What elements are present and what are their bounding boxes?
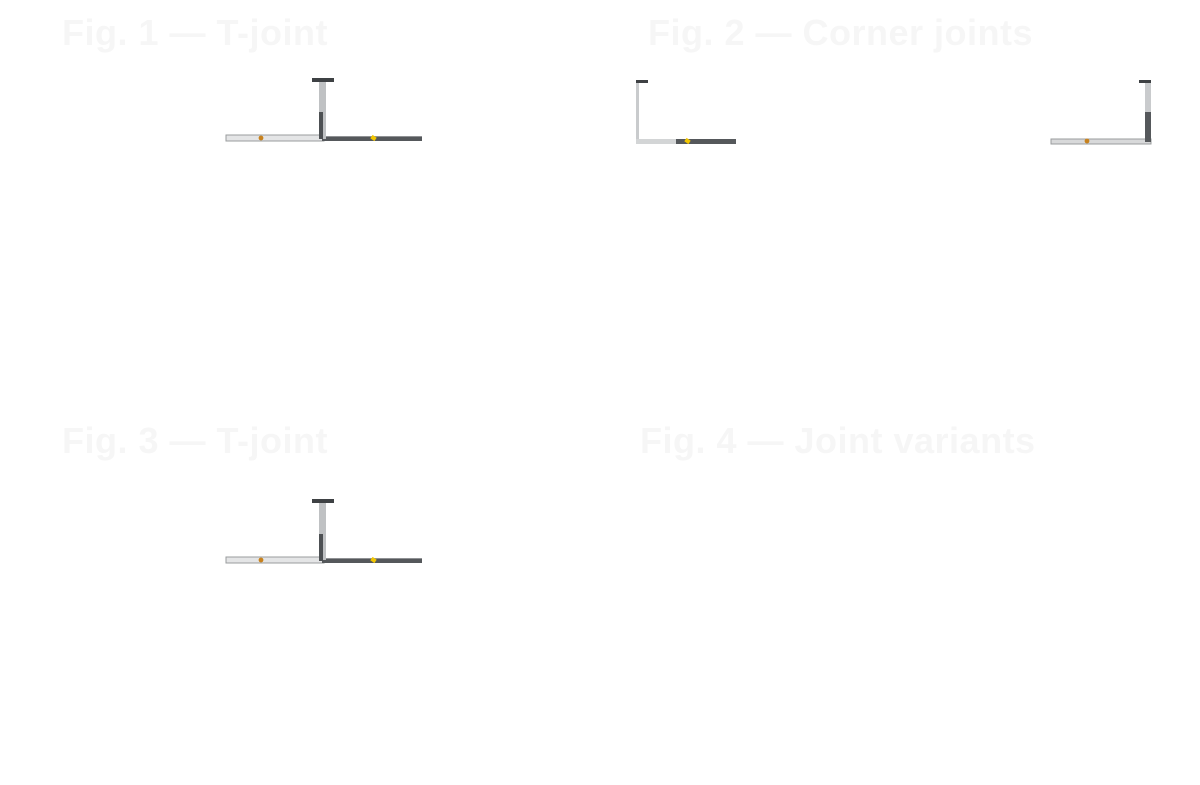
warm-marker (1084, 138, 1090, 144)
left-bracket-cap (636, 80, 648, 83)
right-bracket-upright-shade (1145, 112, 1151, 142)
right-bracket-base (1050, 138, 1152, 145)
accent-marker (370, 134, 377, 142)
corner-joints-diagram (636, 80, 1152, 145)
panel-title: Fig. 1 — T-joint (62, 12, 328, 53)
left-bracket-base-light (636, 139, 676, 144)
vertical-post (319, 81, 326, 139)
beam-left-segment (225, 556, 325, 564)
panel-title: Fig. 3 — T-joint (62, 420, 328, 461)
right-bracket-cap (1139, 80, 1151, 83)
panel-title: Fig. 2 — Corner joints (648, 12, 1034, 53)
accent-marker (684, 137, 691, 145)
accent-marker (370, 556, 377, 564)
panel-corner-joints: Fig. 2 — Corner joints (636, 12, 1200, 372)
t-joint-diagram (225, 78, 422, 142)
top-cap (312, 78, 334, 82)
panel-t-joint-bottom: Fig. 3 — T-joint (62, 420, 622, 780)
t-joint-diagram (225, 499, 422, 564)
panel-t-joint-top: Fig. 1 — T-joint (62, 12, 622, 372)
beam-left-segment (225, 134, 325, 142)
warm-marker (258, 557, 264, 563)
vertical-post (319, 502, 326, 560)
warm-marker (258, 135, 264, 141)
left-bracket-upright (636, 80, 639, 143)
top-cap (312, 499, 334, 503)
right-bracket-upright (1145, 80, 1151, 142)
panel-title: Fig. 4 — Joint variants (640, 420, 1036, 461)
vertical-post-shade (319, 534, 323, 561)
panel-joint-variants: Fig. 4 — Joint variants (640, 420, 1200, 780)
vertical-post-shade (319, 112, 323, 139)
